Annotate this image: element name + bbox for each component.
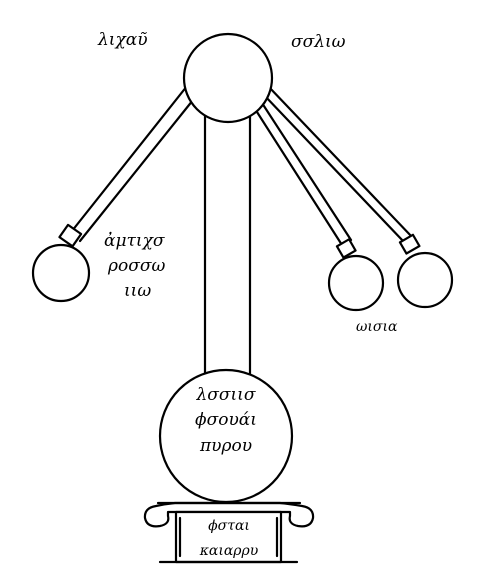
- label-top-left: λιχαῦ: [98, 30, 148, 50]
- right-ball-2-cap: [398, 233, 421, 255]
- top-ball: [182, 32, 274, 124]
- label-right-balls: ωισια: [356, 319, 398, 335]
- label-base-1: ϕσται: [208, 518, 250, 534]
- right-string-2b: [266, 84, 415, 240]
- left-string-inner: [78, 98, 195, 243]
- right-string-2a: [262, 93, 406, 244]
- right-ball-1-cap: [335, 238, 357, 259]
- right-string-1b: [260, 101, 353, 242]
- label-top-right: σσλιω: [291, 32, 346, 52]
- label-big-ball-1: λσσιισ: [196, 385, 256, 405]
- right-ball-1: [327, 254, 385, 312]
- label-big-ball-2: ϕσουάι: [195, 410, 257, 430]
- right-string-1a: [255, 110, 344, 247]
- base-plinth: [174, 510, 283, 564]
- left-ball: [31, 243, 91, 303]
- label-left-ball-3: ιιω: [124, 281, 152, 301]
- label-big-ball-3: πυρου: [199, 436, 253, 456]
- label-left-ball-1: ἀμτιχσ: [104, 231, 165, 251]
- label-base-2: καιαρρυ: [199, 543, 259, 559]
- right-ball-2: [396, 251, 454, 309]
- left-string-outer: [66, 84, 189, 238]
- left-ball-cap: [58, 223, 83, 248]
- label-left-ball-2: ροσσω: [108, 256, 166, 276]
